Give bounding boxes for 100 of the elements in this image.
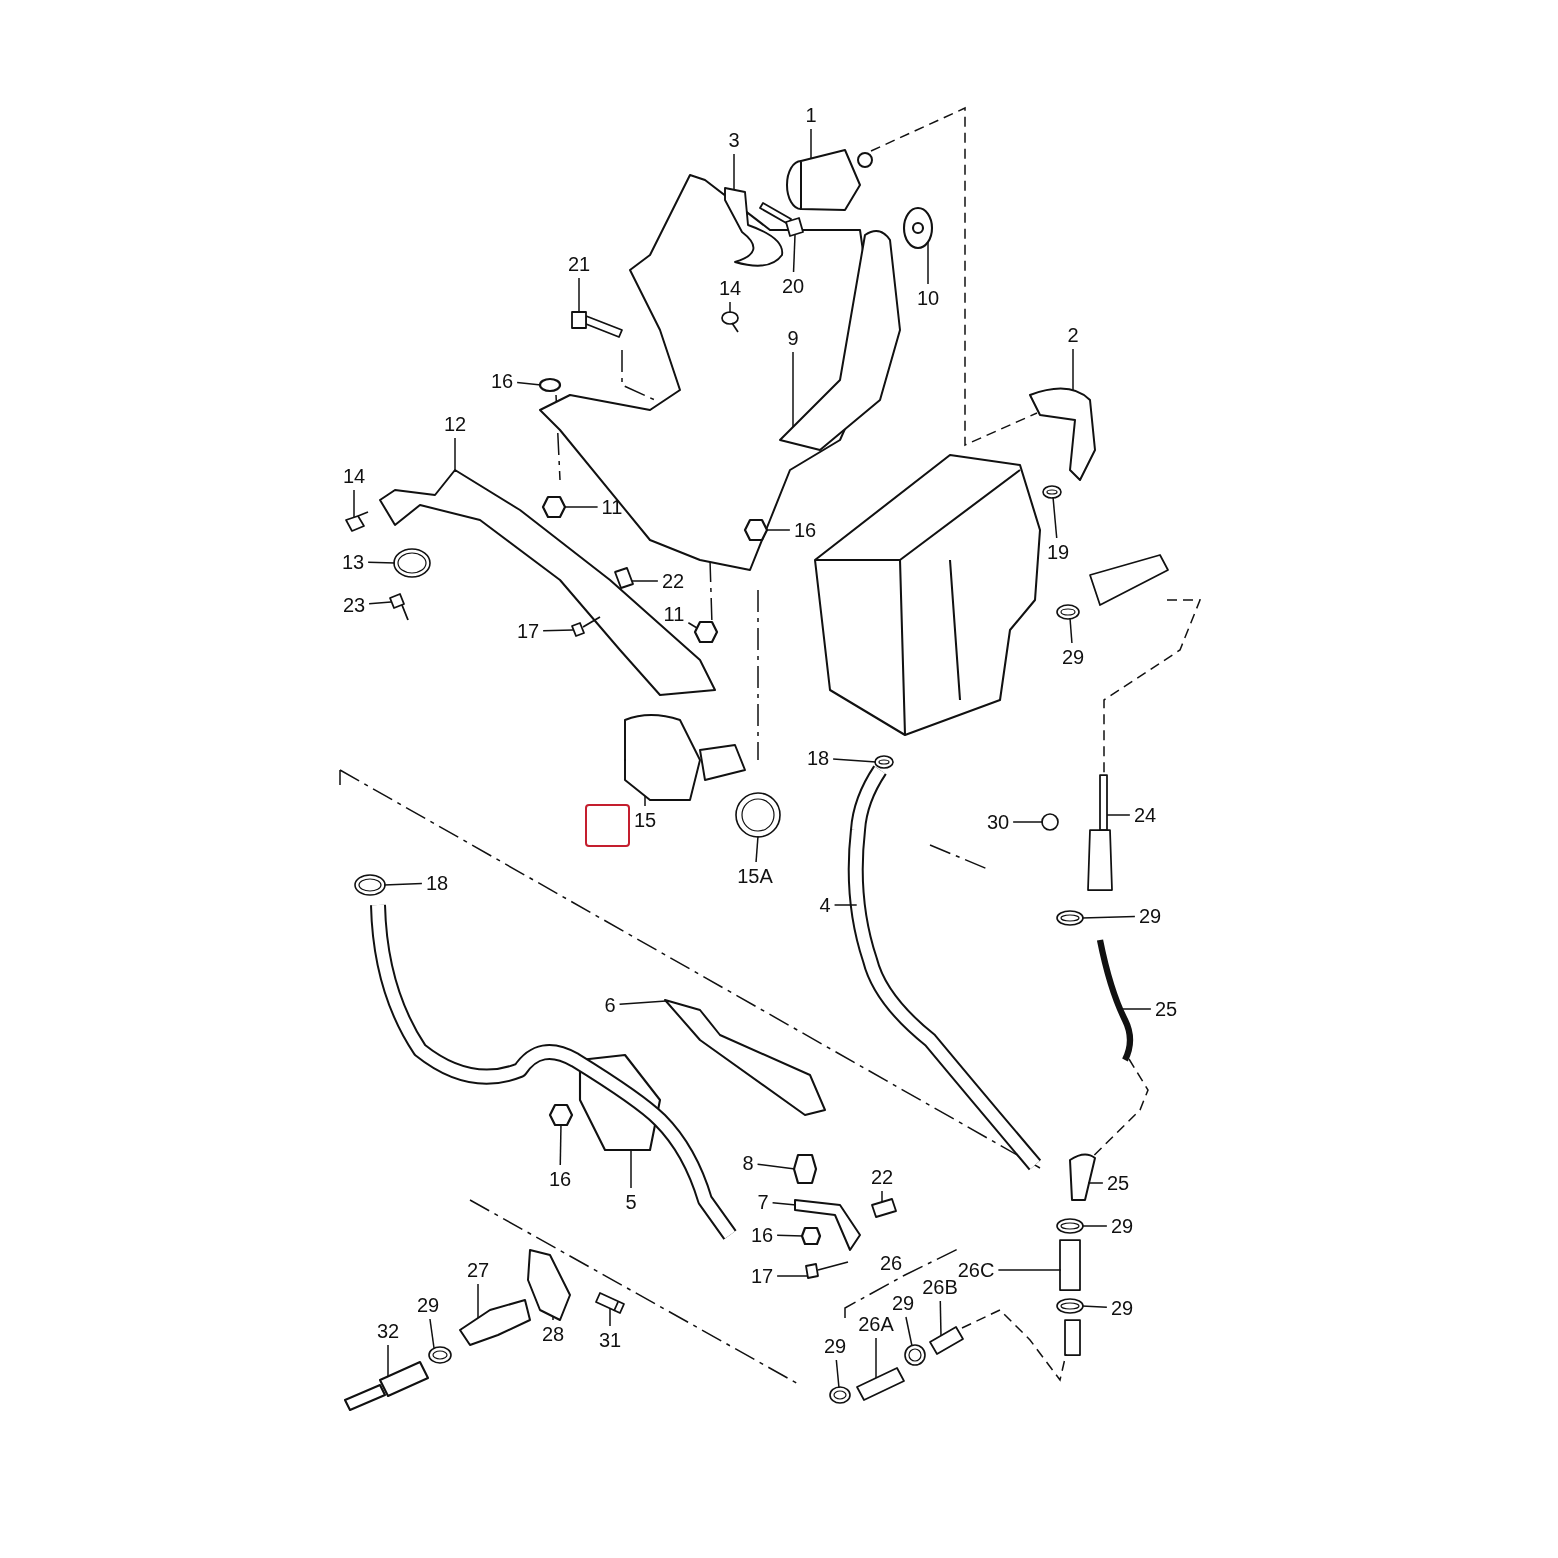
leader-line	[939, 1300, 942, 1337]
fuel-line	[870, 106, 1038, 447]
leader-line	[755, 835, 759, 863]
hose-section	[1087, 774, 1113, 891]
callout-number: 32	[375, 1320, 401, 1342]
callout-number: 9	[786, 327, 800, 349]
nut	[800, 1226, 822, 1246]
callout-number: 26B	[921, 1276, 959, 1298]
spacer	[871, 1198, 897, 1218]
callout-number: 4	[818, 894, 832, 916]
bracket	[379, 469, 716, 696]
leader-line	[832, 758, 877, 763]
nut	[538, 377, 562, 393]
callout-number: 10	[915, 287, 941, 309]
nut	[541, 495, 567, 519]
leader-line	[1106, 814, 1131, 816]
leader-line	[1121, 1008, 1152, 1010]
leader-line	[516, 381, 542, 386]
callout-number: 23	[341, 594, 367, 616]
leader-line	[578, 277, 580, 314]
spacer	[614, 567, 634, 589]
leader-line	[552, 1315, 554, 1321]
leader-line	[687, 622, 698, 629]
leader-line	[1072, 348, 1074, 391]
clip	[345, 511, 369, 532]
hose-clamp	[1056, 910, 1084, 926]
leader-line	[383, 882, 423, 886]
leader-line	[792, 234, 796, 273]
hose-clamp	[1056, 1298, 1084, 1314]
callout-number: 16	[547, 1168, 573, 1190]
hose-clamp	[735, 792, 781, 838]
leader-line	[1081, 1225, 1108, 1227]
callout-number: 16	[749, 1224, 775, 1246]
hose-clamp	[1042, 485, 1062, 499]
callout-number: 26	[878, 1252, 904, 1274]
leader-line	[353, 489, 355, 518]
hose-clamp	[904, 1344, 926, 1366]
leader-line	[997, 1269, 1062, 1271]
bolt	[595, 1292, 625, 1314]
hose-section	[929, 1326, 964, 1355]
leader-line	[792, 351, 794, 428]
callout-number: 13	[340, 551, 366, 573]
callout-number: 29	[1060, 646, 1086, 668]
bracket	[664, 999, 826, 1116]
leader-line	[563, 506, 599, 508]
leader-line	[881, 1190, 883, 1203]
callout-number: 21	[566, 253, 592, 275]
callout-number: 14	[341, 465, 367, 487]
leader-line	[1081, 915, 1136, 919]
fuel-line	[1096, 939, 1134, 1062]
leader-line	[387, 1344, 389, 1378]
bolt	[571, 311, 623, 338]
callout-number: 15	[632, 809, 658, 831]
callout-number: 11	[600, 496, 624, 518]
leader-line	[454, 437, 456, 472]
leader-line	[368, 601, 392, 605]
callout-number: 30	[985, 811, 1011, 833]
leader-line	[1052, 496, 1058, 539]
grommet	[902, 206, 934, 250]
callout-number: 18	[424, 872, 450, 894]
leader-line	[1069, 617, 1073, 644]
hose-section	[1059, 1239, 1081, 1291]
leader-line	[618, 1000, 667, 1006]
callout-number: 29	[415, 1294, 441, 1316]
callout-number: 29	[1109, 1297, 1135, 1319]
leader-line	[835, 1359, 840, 1389]
callout-number: 3	[727, 129, 741, 151]
leader-line	[927, 241, 929, 285]
callout-number: 2	[1066, 324, 1080, 346]
callout-number: 16	[792, 519, 818, 541]
fuel-filter	[459, 1299, 531, 1346]
hose	[370, 904, 737, 1240]
callout-number: 28	[540, 1323, 566, 1345]
fuel-line	[343, 1360, 430, 1412]
callout-number: 18	[805, 747, 831, 769]
callout-number: 29	[1109, 1215, 1135, 1237]
callout-number: 11	[662, 603, 686, 625]
fuel-filter	[786, 149, 873, 211]
hose	[847, 765, 1042, 1171]
bolt	[805, 1261, 849, 1279]
hose-clamp	[1056, 1218, 1084, 1234]
hose-clamp	[393, 548, 431, 578]
bolt	[571, 616, 601, 637]
callout-number: 31	[597, 1329, 623, 1351]
leader-line	[559, 1123, 562, 1166]
fuel-line	[961, 1309, 1067, 1382]
callout-number: 8	[741, 1152, 755, 1174]
callout-number: 17	[515, 620, 541, 642]
leader-line	[1087, 1182, 1104, 1184]
callout-number: 29	[822, 1335, 848, 1357]
cap	[1041, 813, 1059, 831]
leader-line	[609, 1308, 611, 1327]
callout-number: 16	[489, 370, 515, 392]
callout-number: 1	[804, 104, 818, 126]
bracket	[527, 1249, 571, 1321]
hose-section	[1064, 1319, 1081, 1356]
leader-line	[477, 1283, 479, 1319]
callout-number: 26A	[857, 1313, 895, 1335]
callout-number: 7	[756, 1191, 770, 1213]
leader-line	[875, 1337, 877, 1379]
